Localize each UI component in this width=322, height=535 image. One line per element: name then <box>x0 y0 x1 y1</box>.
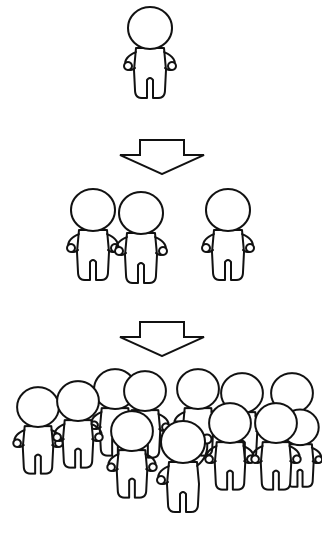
person-group-2 <box>114 191 168 284</box>
person-group-1 <box>66 188 120 281</box>
down-arrow-2 <box>119 321 205 358</box>
crowd-person-front-waving <box>156 420 213 513</box>
person-individual <box>123 6 177 99</box>
crowd-person-10 <box>204 402 256 491</box>
crowd-person-7 <box>52 380 104 469</box>
person-group-3 <box>201 188 255 281</box>
crowd-person-11 <box>250 402 302 491</box>
down-arrow-1 <box>119 139 205 176</box>
crowd-person-9 <box>106 410 158 499</box>
